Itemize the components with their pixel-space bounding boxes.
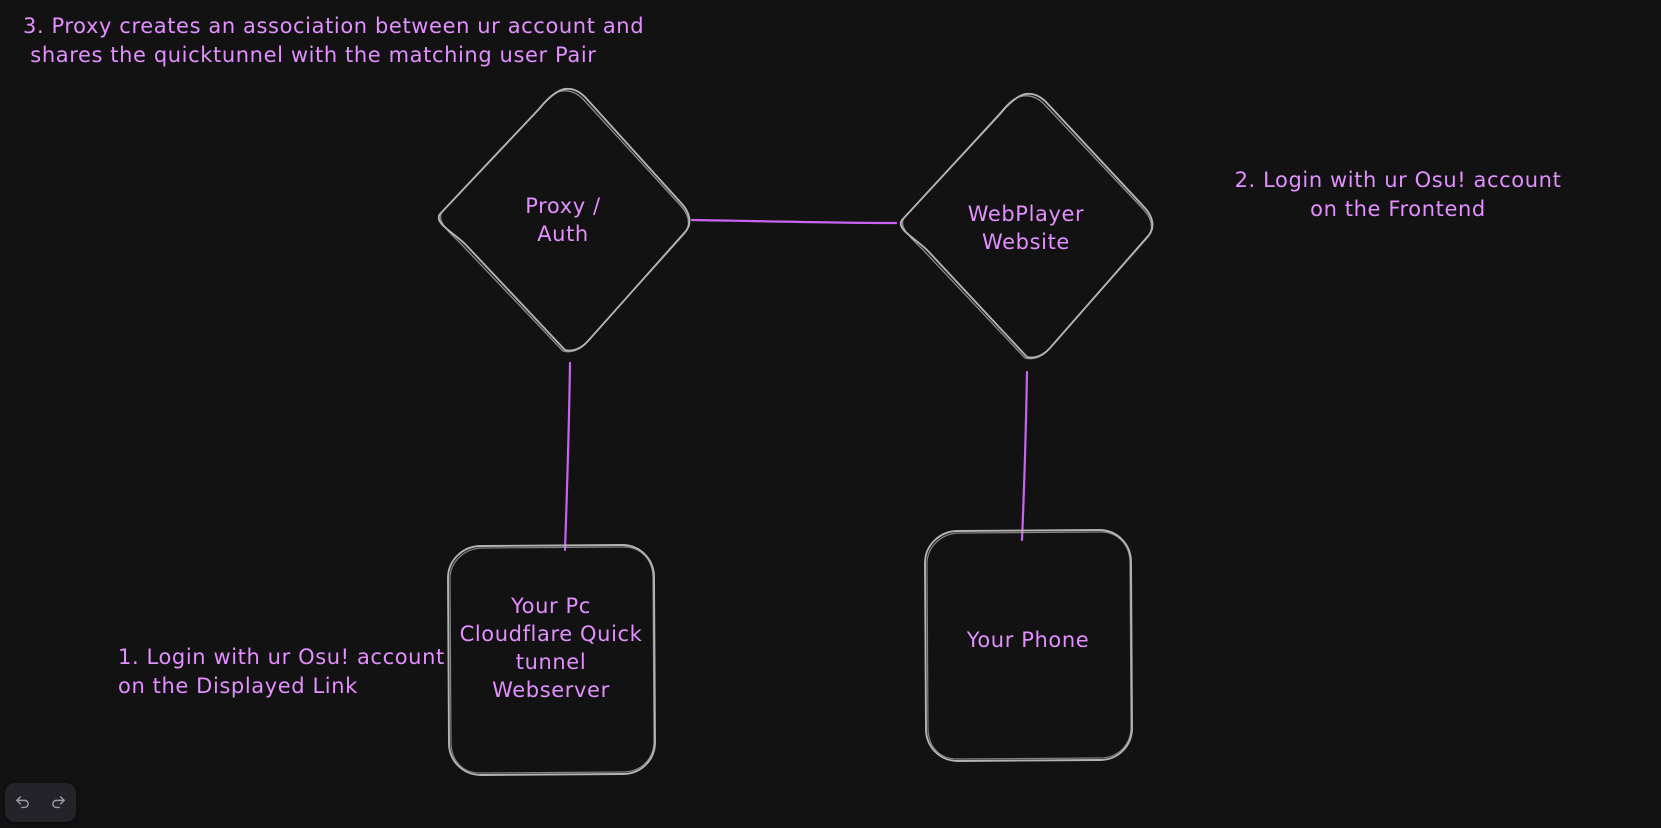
redo-button[interactable] [44, 789, 72, 817]
node-your-pc[interactable] [447, 544, 656, 776]
connector-proxy-to-yourpc[interactable] [563, 361, 572, 552]
connector-webplayer-to-yourphone[interactable] [1020, 370, 1029, 542]
node-your-phone[interactable] [924, 529, 1133, 762]
node-webplayer-website[interactable] [899, 92, 1154, 360]
history-toolbar [5, 783, 76, 822]
connector-proxy-to-webplayer[interactable] [690, 218, 898, 225]
node-proxy-auth[interactable] [437, 87, 691, 353]
redo-arrow-icon [50, 794, 67, 811]
undo-arrow-icon [14, 794, 31, 811]
undo-button[interactable] [9, 789, 37, 817]
